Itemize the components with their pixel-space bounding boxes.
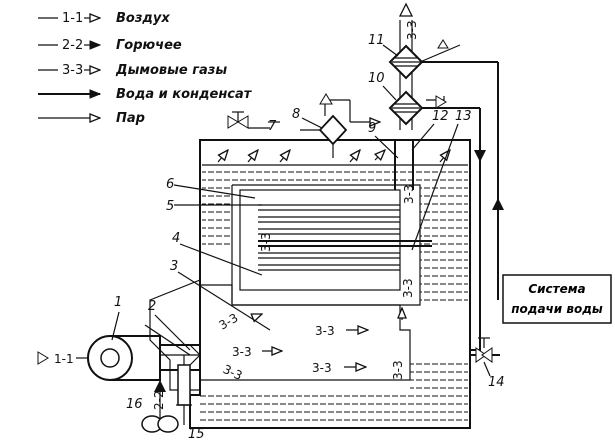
legend-air: 1-1 Воздух: [38, 11, 170, 26]
callout-4: 4: [172, 231, 180, 246]
gas-label-10: 3-3: [405, 20, 419, 40]
legend-air-code: 1-1: [62, 11, 83, 26]
legend-air-label: Воздух: [116, 11, 170, 26]
callout-13: 13: [455, 109, 472, 124]
legend-flue: 3-3 Дымовые газы: [38, 63, 227, 78]
fuel-system: 2-2: [141, 355, 192, 433]
gas-label-7: 3-3: [259, 232, 273, 252]
water-loop: [419, 39, 504, 351]
callout-2: 2: [148, 299, 156, 314]
callout-5: 5: [166, 199, 174, 214]
gas-label-1: 3-3: [217, 311, 241, 333]
legend-water: Вода и конденсат: [38, 87, 253, 102]
furnace: [149, 184, 421, 391]
callout-3: 3: [170, 259, 178, 274]
gas-label-5: 3-3: [312, 361, 332, 375]
system-box-line1: Система: [528, 282, 585, 296]
callout-12: 12: [432, 109, 449, 124]
steam-separator-8: [300, 93, 380, 158]
callout-11: 11: [368, 33, 385, 48]
legend-fuel-label: Горючее: [116, 38, 182, 53]
callout-8: 8: [292, 107, 300, 122]
legend-steam: Пар: [38, 111, 145, 126]
legend-fuel: 2-2 Горючее: [38, 38, 182, 53]
callout-9: 9: [368, 121, 376, 136]
gas-label-9: 3-3: [402, 184, 416, 204]
valve-7: [227, 111, 280, 129]
fire-tubes: [258, 204, 432, 271]
burner: [144, 324, 201, 366]
heat-exchanger-10: [388, 90, 424, 126]
callout-1: 1: [114, 295, 122, 310]
air-blower: 1-1: [37, 335, 200, 381]
heat-exchanger-11: [388, 44, 424, 80]
gas-label-6: 3-3: [391, 360, 405, 380]
callout-16: 16: [126, 397, 143, 412]
legend-steam-label: Пар: [116, 111, 145, 126]
legend-water-label: Вода и конденсат: [116, 87, 253, 102]
legend-flue-code: 3-3: [62, 63, 83, 78]
legend-fuel-code: 2-2: [62, 38, 83, 53]
water-supply-box: Система подачи воды: [502, 274, 612, 324]
flue-gas-flows: 3-3 3-3 3-3 3-3 3-3 3-3 3-3 3-3 3-3 3-3: [217, 20, 420, 383]
air-inlet-label: 1-1: [54, 352, 74, 366]
callout-10: 10: [368, 71, 385, 86]
callout-14: 14: [488, 375, 505, 390]
callouts: 1 2 3 4 5 6 7 8 9 10 11 12 13 14 15 16: [111, 33, 505, 442]
fuel-inlet-label: 2-2: [152, 390, 166, 410]
steam-arrows-top: [218, 150, 450, 163]
callout-15: 15: [188, 427, 205, 442]
legend-flue-label: Дымовые газы: [115, 63, 227, 78]
system-box-line2: подачи воды: [511, 302, 603, 316]
feed-pipe: [470, 330, 500, 363]
gas-label-2: 3-3: [232, 345, 252, 359]
callout-6: 6: [166, 177, 174, 192]
legend: 1-1 Воздух 2-2 Горючее 3-3 Дымовые газы …: [38, 11, 253, 126]
gas-label-8: 3-3: [401, 278, 415, 298]
gas-label-4: 3-3: [315, 324, 335, 338]
callout-7: 7: [268, 119, 277, 134]
